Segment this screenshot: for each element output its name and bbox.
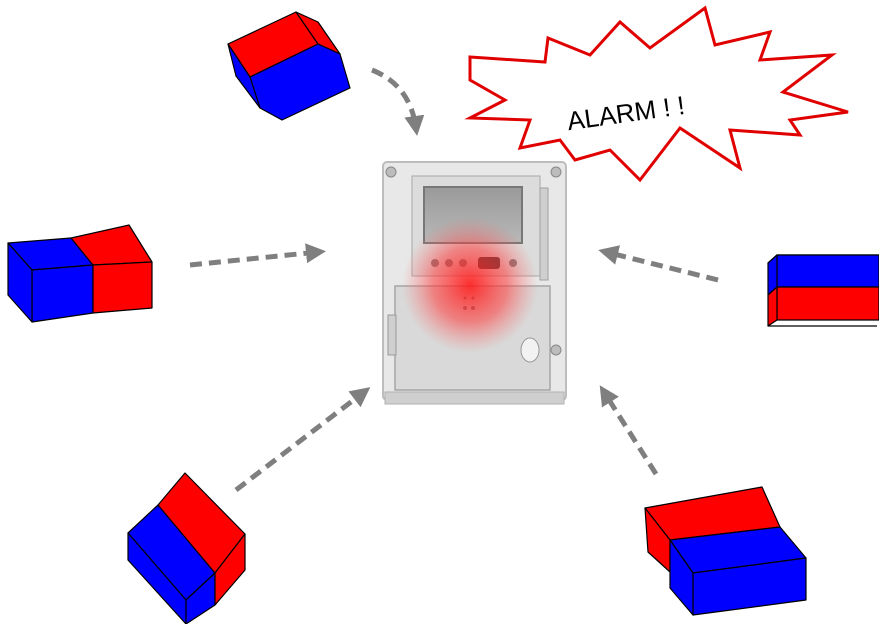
magnet-bottom-right — [645, 487, 806, 615]
meter-base — [385, 392, 564, 404]
arrow-from-right — [606, 252, 718, 280]
meter-cover-clip-left — [388, 315, 396, 355]
meter-screw-top-right — [551, 167, 561, 177]
magnet-top — [228, 12, 350, 120]
meter-side-slot — [540, 188, 548, 280]
arrow-from-top — [372, 70, 416, 128]
alarm-burst: ALARM ! ! — [470, 8, 848, 180]
arrow-from-bottom-left — [236, 392, 364, 490]
arrow-from-bottom-right — [604, 392, 656, 474]
tamper-alert-glow — [402, 217, 538, 353]
magnet-bottom-left — [128, 473, 245, 624]
electricity-meter — [383, 162, 566, 404]
meter-seal-button — [521, 338, 539, 362]
magnet-right — [768, 255, 879, 326]
meter-screw-top-left — [386, 167, 396, 177]
arrow-from-left — [190, 252, 318, 265]
magnet-left-front-north — [93, 262, 152, 313]
magnet-left — [8, 225, 152, 322]
magnet-right-front-north — [777, 287, 879, 320]
meter-screw-right — [551, 345, 561, 355]
magnet-right-front-south — [777, 255, 879, 287]
magnet-left-front-south — [32, 265, 93, 322]
